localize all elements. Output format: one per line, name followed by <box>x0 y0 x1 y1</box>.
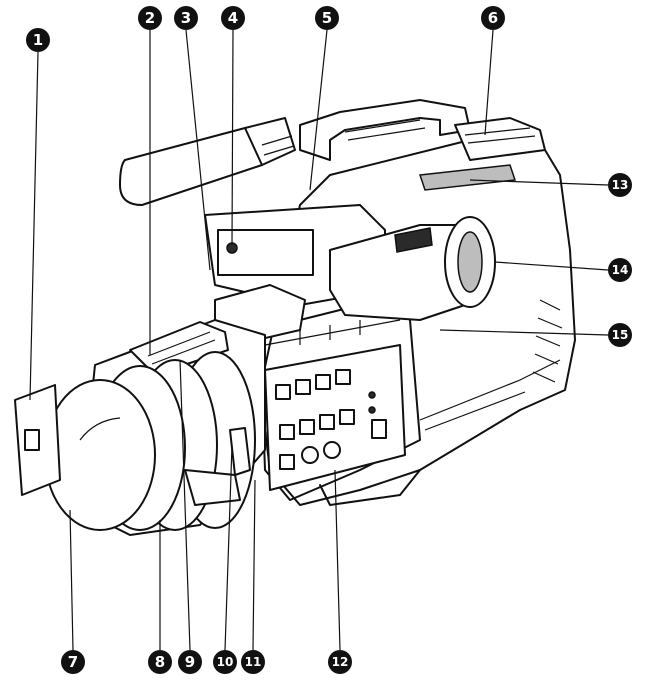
microphone-tip <box>244 117 296 166</box>
callout-13: 13 <box>608 173 632 197</box>
callout-5-label: 5 <box>322 9 332 27</box>
body-edge <box>419 359 561 431</box>
callout-8: 8 <box>148 650 172 674</box>
callout-5: 5 <box>315 6 339 30</box>
callout-4-label: 4 <box>228 9 238 27</box>
leader-5 <box>309 29 328 191</box>
lens-front-element <box>44 379 156 531</box>
callout-8-label: 8 <box>155 653 165 671</box>
callout-6: 6 <box>481 6 505 30</box>
callout-15-label: 15 <box>612 328 629 342</box>
focus-lever <box>229 427 251 476</box>
leader-3 <box>185 29 211 271</box>
eyepiece-band <box>394 227 433 253</box>
camcorder-illustration <box>14 99 576 536</box>
callout-1: 1 <box>26 28 50 52</box>
callout-1-label: 1 <box>33 31 43 49</box>
leader-12 <box>334 469 341 651</box>
leader-9 <box>179 359 191 651</box>
callout-12-label: 12 <box>332 655 349 669</box>
leader-11 <box>252 479 256 651</box>
callout-11: 11 <box>241 650 265 674</box>
top-strip <box>418 164 517 191</box>
callout-2-label: 2 <box>145 9 155 27</box>
callout-3-label: 3 <box>181 9 191 27</box>
microphone-ribs <box>261 135 295 156</box>
callout-9: 9 <box>178 650 202 674</box>
lens-grip <box>184 469 241 506</box>
leader-6 <box>484 29 494 136</box>
callout-12: 12 <box>328 650 352 674</box>
leader-13 <box>469 179 609 186</box>
callout-3: 3 <box>174 6 198 30</box>
carry-handle <box>299 99 471 161</box>
callout-14: 14 <box>608 258 632 282</box>
leader-15 <box>439 329 609 336</box>
base-foot <box>319 469 421 506</box>
callout-13-label: 13 <box>612 178 629 192</box>
rear-grip <box>532 299 563 383</box>
callout-2: 2 <box>138 6 162 30</box>
sensor-window <box>24 429 40 451</box>
callout-11-label: 11 <box>245 655 262 669</box>
callout-7: 7 <box>61 650 85 674</box>
eyepiece <box>329 224 481 321</box>
callout-9-label: 9 <box>185 653 195 671</box>
leader-1 <box>29 51 39 401</box>
microphone <box>119 127 263 206</box>
zoom-rocker-lines <box>147 331 216 365</box>
callout-15: 15 <box>608 323 632 347</box>
leader-4 <box>231 29 234 246</box>
leader-10 <box>224 444 233 651</box>
lens-glare <box>79 417 121 441</box>
callout-6-label: 6 <box>488 9 498 27</box>
callout-10-label: 10 <box>217 655 234 669</box>
callout-7-label: 7 <box>68 653 78 671</box>
cassette-lines <box>464 127 536 144</box>
callout-14-label: 14 <box>612 263 629 277</box>
leader-lines <box>29 29 609 651</box>
leader-7 <box>69 509 74 651</box>
handle-grip <box>344 119 426 141</box>
callout-4: 4 <box>221 6 245 30</box>
leader-14 <box>494 261 609 271</box>
upper-switch-row <box>264 319 401 346</box>
eyecup-inner <box>457 231 483 293</box>
callout-10: 10 <box>213 650 237 674</box>
control-buttons <box>275 369 387 470</box>
